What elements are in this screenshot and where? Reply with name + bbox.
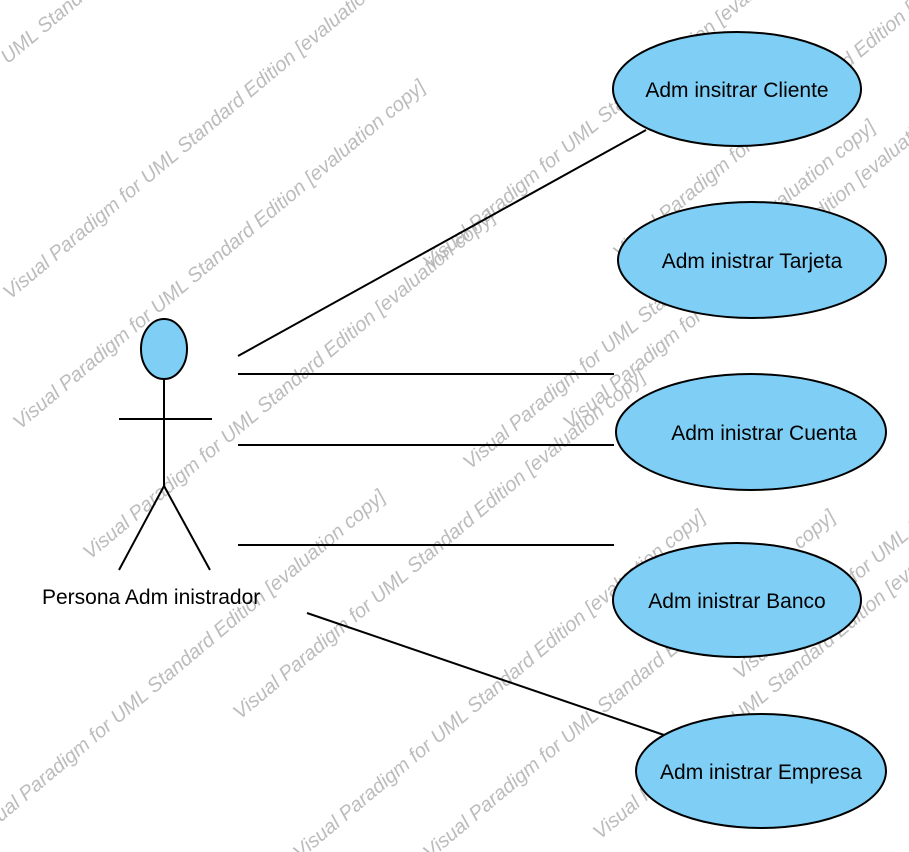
actor-left-leg xyxy=(118,485,165,571)
association-line-cliente[interactable] xyxy=(237,129,647,357)
association-line-empresa[interactable] xyxy=(306,612,665,736)
use-case-cliente[interactable]: Adm insitrar Cliente xyxy=(612,31,862,147)
use-case-tarjeta[interactable]: Adm inistrar Tarjeta xyxy=(617,201,887,319)
actor-right-leg xyxy=(163,485,211,571)
watermark-text: Visual Paradigm for UML Standard Edition… xyxy=(0,486,390,844)
use-case-label: Adm insitrar Cliente xyxy=(645,79,828,102)
use-case-ellipse xyxy=(612,31,862,147)
use-case-label: Adm inistrar Cuenta xyxy=(671,422,857,445)
use-case-empresa[interactable]: Adm inistrar Empresa xyxy=(635,713,887,829)
use-case-ellipse xyxy=(635,713,887,829)
associations xyxy=(237,129,665,736)
use-case-banco[interactable]: Adm inistrar Banco xyxy=(612,542,862,658)
use-case-ellipse xyxy=(612,542,862,658)
use-case-ellipse xyxy=(615,373,887,491)
use-case-ellipse xyxy=(617,201,887,319)
use-case-label: Adm inistrar Tarjeta xyxy=(662,250,843,273)
use-case-cuenta[interactable]: Adm inistrar Cuenta xyxy=(615,373,887,491)
actor-persona-administrador[interactable]: Persona Adm inistrador xyxy=(42,318,260,609)
actor-head xyxy=(140,318,188,380)
use-case-label: Adm inistrar Banco xyxy=(648,590,825,613)
use-case-label: Adm inistrar Empresa xyxy=(660,761,862,784)
actor-name: Persona Adm inistrador xyxy=(42,586,260,609)
